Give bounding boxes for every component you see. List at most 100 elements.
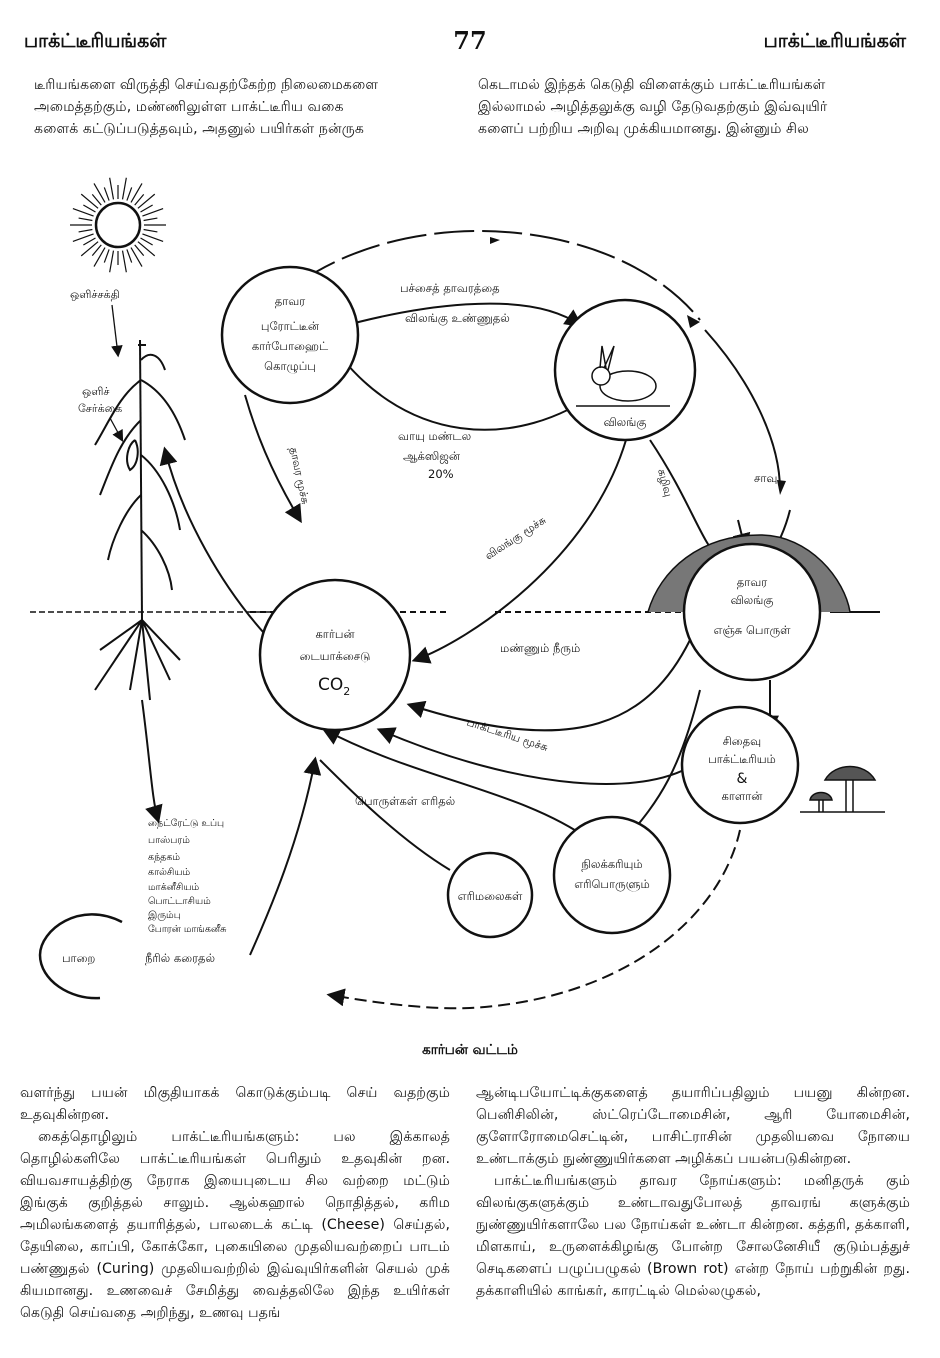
top-right-column: கெடாமல் இந்தக் கெடுதி விளைக்கும் பாக்ட்ட… (478, 74, 904, 140)
sun-ray (143, 217, 158, 222)
volcano-node-label: எரிமலைகள் (458, 889, 523, 903)
co2-node-label: டையாக்சைடு (300, 649, 371, 663)
page-number: 77 (453, 26, 487, 55)
mineral-item: நைட்ரேட்டு உப்பு (148, 818, 224, 829)
mineral-item: பொட்டாசியம் (148, 896, 211, 907)
plant-node-label: புரோட்டீன் (261, 319, 320, 333)
plant-node-label: தாவர (275, 294, 307, 308)
co2-node-label: கார்பன் (315, 627, 355, 641)
sun-ray (137, 241, 156, 257)
sun-ray (126, 187, 133, 201)
mineral-item: இரும்பு (148, 910, 181, 921)
node-decomposer (680, 705, 800, 825)
bottom-right-column: ஆன்டிபயோட்டிக்குகளைத் தயாரிப்பதிலும் பயன… (476, 1082, 910, 1302)
bottom-left-column: வளர்ந்து பயன் மிகுதியாகக் கொடுக்கும்படி … (20, 1082, 450, 1324)
rock-node-label: பாறை (62, 951, 95, 965)
excretion-label: கழிவு (655, 467, 675, 498)
sun-ray (134, 193, 145, 206)
node-rock (38, 913, 123, 1000)
sun-ray (109, 177, 115, 200)
running-header-left: பாக்ட்டீரியங்கள் (24, 30, 167, 52)
figure-caption: கார்பன் வட்டம் (422, 1042, 518, 1058)
sun-ray (137, 193, 156, 209)
atmosphere-label: வாயு மண்டல (398, 429, 472, 443)
paragraph: கைத்தொழிலும் பாக்ட்டீரியங்களும்: பல இக்க… (20, 1129, 450, 1321)
rabbit-icon (576, 345, 670, 407)
sun-ray (109, 250, 115, 273)
soil-water-label: மண்ணும் நீரும் (500, 641, 580, 656)
text-line: களைப் பற்றிய அறிவு முக்கியமானது. இன்னும்… (478, 121, 809, 137)
paragraph: வளர்ந்து பயன் மிகுதியாகக் கொடுக்கும்படி … (20, 1085, 450, 1123)
sun-ray (91, 193, 102, 206)
sun-ray (91, 244, 102, 257)
atmosphere-label: 20% (428, 467, 454, 481)
paragraph: ஆன்டிபயோட்டிக்குகளைத் தயாரிப்பதிலும் பயன… (476, 1085, 910, 1167)
death-label: சாவு (754, 471, 777, 485)
label-photosynthesis-2: சேர்க்கை (78, 402, 122, 415)
mineral-item: பாஸ்பரம் (148, 835, 190, 846)
sun-ray (126, 249, 133, 263)
decomposer-node-label: காளான் (722, 789, 764, 803)
sun-ray (130, 247, 143, 267)
sun-ray (72, 233, 94, 242)
animal-respiration-label: விலங்கு மூச்சு (483, 514, 550, 565)
label-photosynthesis-1: ஒளிச் (82, 385, 109, 398)
sun-ray (83, 237, 96, 246)
decomposer-node-label: & (737, 771, 748, 787)
waste-node-label: எஞ்சு பொருள் (713, 623, 791, 638)
sun-ray (121, 250, 127, 273)
node-animal (553, 298, 697, 442)
corn-plant-icon (30, 339, 270, 701)
sun-ray (80, 193, 99, 209)
sun-ray (83, 204, 96, 213)
node-plant (220, 265, 360, 405)
burning-label: பொருள்கள் எரிதல் (355, 794, 456, 809)
waste-node-label: விலங்கு (731, 593, 775, 607)
fuel-node-label: நிலக்கரியும் (581, 857, 642, 871)
mineral-item: போரன் மாங்கனீசு (148, 924, 227, 935)
sun-ray (142, 233, 164, 242)
edge-eating-label: பச்சைத் தாவரத்தை (400, 281, 500, 295)
node-fuel (552, 815, 672, 935)
atmosphere-label: ஆக்ஸிஜன் (403, 449, 461, 464)
mineral-item: கால்சியம் (148, 867, 191, 878)
text-line: கெடாமல் இந்தக் கெடுதி விளைக்கும் பாக்ட்ட… (478, 77, 826, 93)
co2-formula: CO2 (318, 675, 350, 698)
sun-ray (121, 177, 127, 200)
animal-node-label: விலங்கு (604, 415, 648, 429)
sun-ray (78, 228, 93, 233)
edge-eating-label: விலங்கு உண்ணுதல் (405, 311, 510, 326)
dissolving-label: நீரில் கரைதல் (145, 951, 216, 965)
waste-node-label: தாவர (737, 575, 769, 589)
fuel-node-label: எரிபொருளும் (574, 877, 650, 892)
mushroom-icon (800, 765, 885, 813)
text-line: டீரியங்களை விருத்தி செய்வதற்கேற்ற நிலைமை… (34, 77, 379, 93)
running-header-right: பாக்ட்டீரியங்கள் (763, 30, 906, 52)
decomposer-node-label: சிதைவு (723, 734, 761, 748)
plant-respiration-label: தாவர மூச்சு (287, 446, 312, 506)
carbon-cycle-diagram: ஒளிச்சக்தி ஒளிச் சேர்க்கை (30, 177, 885, 1010)
text-line: இல்லாமல் அழித்தலுக்கு வழி தேடுவதற்கும் இ… (478, 99, 828, 115)
sun-ray (93, 247, 106, 267)
mineral-item: கந்தகம் (148, 852, 180, 863)
text-line: களைக் கட்டுப்படுத்தவும், அதனுல் பயிர்கள்… (34, 121, 364, 137)
sun-ray (103, 249, 110, 263)
node-volcano (446, 851, 534, 939)
text-line: அமைத்தற்கும், மண்ணிலுள்ள பாக்ட்டீரிய வகை (34, 99, 344, 115)
sun-ray (93, 183, 106, 203)
node-co2 (258, 578, 412, 732)
sun-ray (140, 204, 153, 213)
sun-ray (140, 237, 153, 246)
sun-ray (78, 217, 93, 222)
sun-icon (70, 177, 166, 273)
bacterial-respiration-label: பாக்ட்டீரிய மூச்சு (465, 715, 550, 754)
sun-ray (103, 187, 110, 201)
label-light-energy: ஒளிச்சக்தி (70, 288, 120, 301)
sun-ray (72, 208, 94, 217)
node-waste (682, 542, 822, 682)
sun-ray (143, 228, 158, 233)
sun-ray (130, 183, 143, 203)
mineral-item: மாக்னீசியம் (148, 882, 199, 893)
sun-ray (134, 244, 145, 257)
sun-ray (80, 241, 99, 257)
